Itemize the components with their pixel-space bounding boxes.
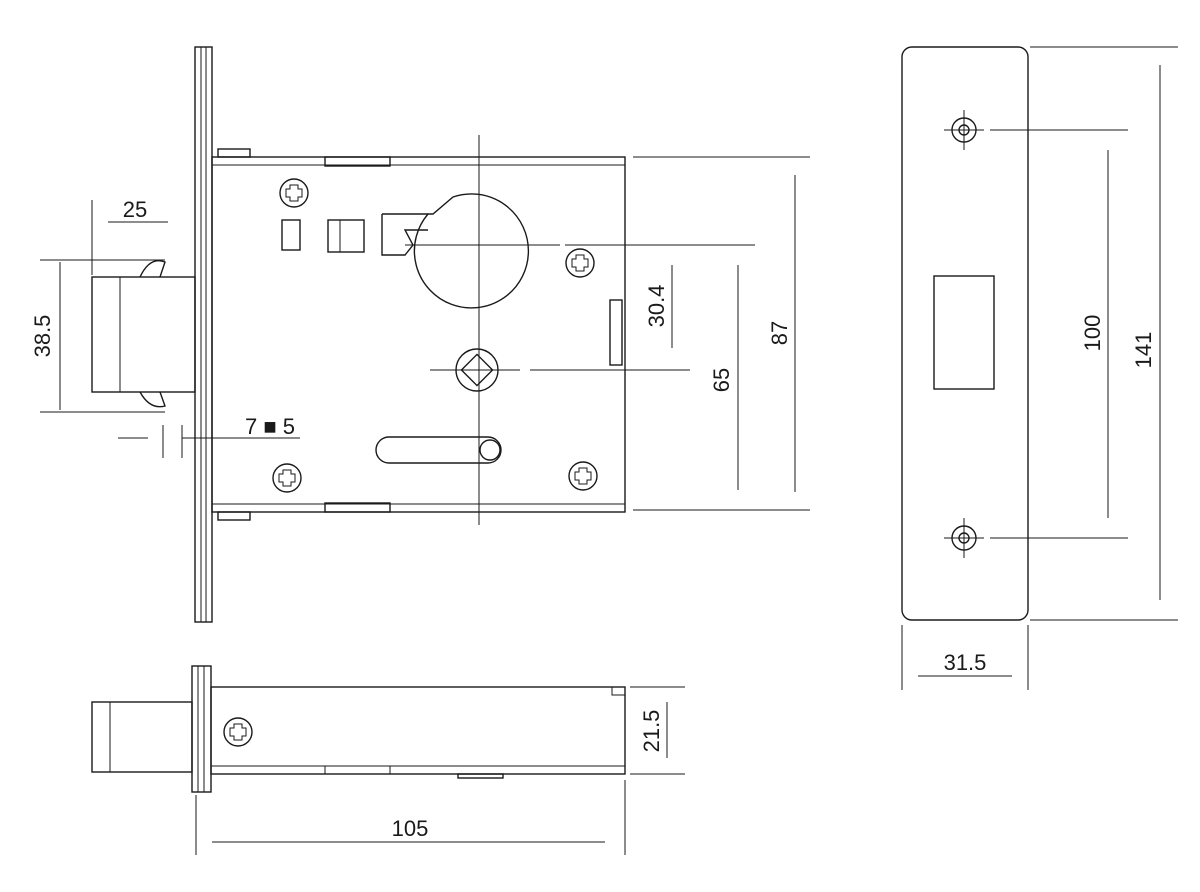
screw-icon [272,463,302,493]
dim-case-thickness: 21.5 [639,710,664,753]
dim-latch-height: 38.5 [30,315,55,358]
dim-case-depth: 105 [392,816,429,841]
slot-window [281,219,301,251]
screw-icon [279,178,309,208]
screw-hole-icon [944,518,984,558]
faceplate-view: 100 141 31.5 [901,46,1178,690]
dim-faceplate-holes: 100 [1080,315,1105,352]
side-view: 21.5 105 [91,665,685,855]
slot [375,436,502,464]
dim-latch-projection: 25 [123,197,147,222]
dim-spindle-square: 7 ■ 5 [245,414,295,439]
lock-case [211,156,626,513]
side-faceplate [191,665,212,793]
faceplate [901,46,1029,621]
latch-opening [933,275,995,390]
side-latch [91,701,193,773]
screw-icon [223,717,253,747]
screw-icon [565,248,595,278]
screw-hole-icon [944,110,984,150]
slot-window-2 [327,219,365,253]
front-view: 25 38.5 7 ■ 5 30.4 65 87 [30,46,810,623]
dim-case-height: 87 [767,321,792,345]
dim-faceplate-width: 31.5 [944,650,987,675]
dim-handle-to-cylinder: 30.4 [644,285,669,328]
dim-backset-spindle: 65 [709,368,734,392]
side-case [210,686,626,775]
screw-icon [568,461,598,491]
cylinder-hole [381,193,530,309]
dim-faceplate-height: 141 [1131,332,1156,369]
latch-bolt [91,259,196,408]
front-faceplate [194,46,213,623]
